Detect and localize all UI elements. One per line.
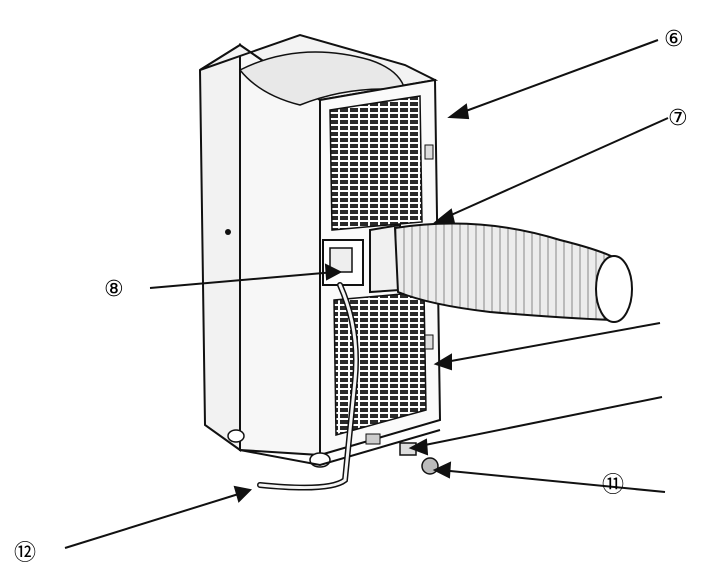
leader-7 xyxy=(439,117,669,221)
unit-side-panel xyxy=(198,43,241,452)
unit-left-face xyxy=(239,43,321,457)
lower-grille xyxy=(333,291,427,436)
drain-cap xyxy=(421,457,439,475)
callout-11: ⑪ xyxy=(602,473,624,498)
arrowhead-7 xyxy=(433,208,456,225)
arrowhead-6 xyxy=(447,103,470,120)
caster-left xyxy=(227,429,245,443)
leader-lines xyxy=(64,39,669,549)
arrowhead-11 xyxy=(432,461,452,479)
exhaust-hose xyxy=(369,222,633,323)
arrowhead-12 xyxy=(233,485,253,503)
leader-8 xyxy=(149,271,336,289)
arrowhead-9 xyxy=(433,353,452,371)
leader-9 xyxy=(439,322,661,364)
leader-6 xyxy=(454,39,659,116)
callout-6: ⑥ xyxy=(664,27,684,52)
callout-7: ⑦ xyxy=(668,106,688,131)
leader-11 xyxy=(439,469,666,493)
leader-10 xyxy=(414,396,663,448)
power-cord-inner xyxy=(258,283,358,490)
upper-grille xyxy=(329,95,423,231)
side-hole xyxy=(225,229,231,235)
unit-base xyxy=(239,429,441,467)
leader-12 xyxy=(64,491,246,549)
callout-12: ⑫ xyxy=(14,541,36,566)
side-latch-upper xyxy=(424,144,434,160)
hose-outlet xyxy=(595,255,633,323)
callout-8: ⑧ xyxy=(104,277,124,302)
side-latch-lower xyxy=(424,334,434,350)
arrowhead-8 xyxy=(324,263,343,281)
drain-outlet-upper xyxy=(365,433,381,445)
arrowhead-10 xyxy=(408,438,429,456)
